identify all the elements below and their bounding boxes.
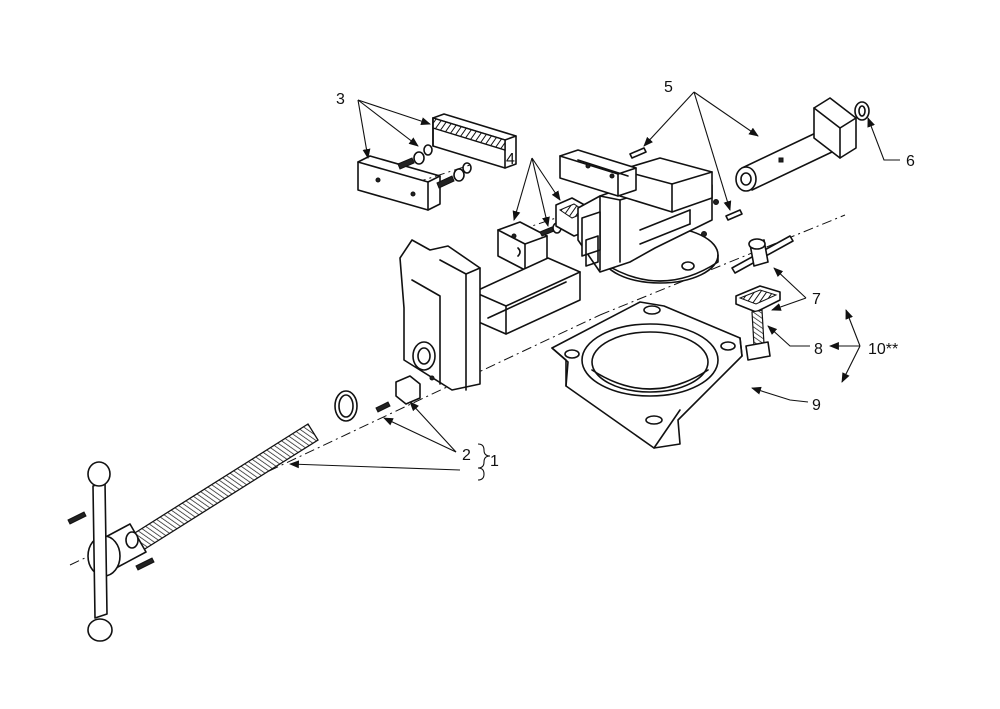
callout-9: 9 bbox=[812, 397, 821, 414]
callout-leaders bbox=[289, 91, 900, 481]
callout-10: 10** bbox=[868, 341, 898, 358]
jaw-plate-screw bbox=[397, 144, 433, 170]
callout-5: 5 bbox=[664, 79, 673, 96]
part-6-retaining-ring bbox=[854, 101, 870, 121]
jaw-plate-screw bbox=[436, 162, 472, 189]
part-9-base bbox=[551, 301, 743, 449]
callout-1: 1 bbox=[490, 453, 499, 470]
main-screw-and-handle bbox=[67, 423, 319, 642]
part-1-front-jaw bbox=[399, 239, 581, 391]
part-8-t-bolt bbox=[745, 309, 771, 361]
callout-labels: 3 4 5 6 7 8 10** 9 2 1 bbox=[336, 79, 915, 470]
part-7-swivel-lock bbox=[731, 235, 794, 313]
center-lines bbox=[69, 164, 846, 566]
part-5-vise-body bbox=[559, 97, 857, 284]
part-2-spindle-retainers bbox=[334, 375, 421, 422]
callout-6: 6 bbox=[906, 153, 915, 170]
callout-4: 4 bbox=[506, 151, 515, 168]
callout-2: 2 bbox=[462, 447, 471, 464]
callout-7: 7 bbox=[812, 291, 821, 308]
part-3-jaw-plates bbox=[357, 113, 517, 211]
callout-8: 8 bbox=[814, 341, 823, 358]
callout-3: 3 bbox=[336, 91, 345, 108]
